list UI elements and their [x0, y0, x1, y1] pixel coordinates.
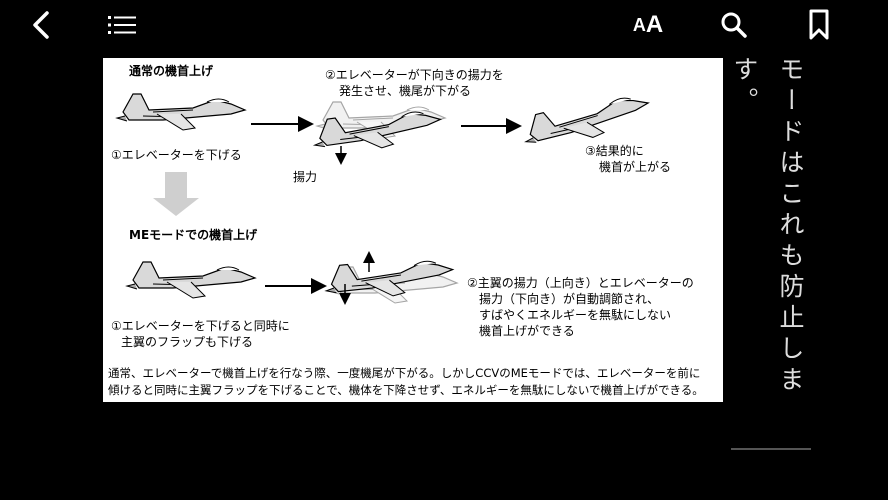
figure-caption: 通常、エレベーターで機首上げを行なう際、一度機尾が下がる。しかしCCVのMEモー… — [108, 365, 720, 399]
jet-normal-1 — [116, 93, 246, 131]
label-me-step2-line3: すばやくエネルギーを無駄にしない — [479, 308, 672, 322]
bookmark-button[interactable] — [802, 8, 836, 42]
body-text-column-2: す。 — [730, 56, 759, 118]
label-me-step1-line1: ①エレベーターを下げると同時に — [111, 319, 290, 333]
search-icon — [721, 12, 747, 38]
caption-line-1: 通常、エレベーターで機首上げを行なう際、一度機尾が下がる。しかしCCVのMEモー… — [108, 366, 701, 380]
list-icon — [108, 16, 136, 34]
label-step3-line2: 機首が上がる — [599, 160, 672, 174]
book-figure[interactable]: 通常の機首上げ ①エレベーターを下げる ②エレベーターが下向きの揚力を 発生させ… — [103, 58, 723, 402]
label-elevator-down: ①エレベーターを下げる — [111, 148, 242, 162]
label-me-step2-line2: 揚力（下向き）が自動調節され、 — [479, 292, 660, 306]
body-text-column-1: モードはこれも防止しま — [776, 56, 805, 397]
label-me-step2-line4: 機首上げができる — [479, 324, 575, 338]
chevron-left-icon — [33, 11, 49, 39]
label-lift: 揚力 — [293, 170, 318, 184]
label-me-step1-line2: 主翼のフラップも下げる — [121, 335, 254, 349]
heading-me-mode: MEモードでの機首上げ — [129, 228, 258, 242]
heading-normal: 通常の機首上げ — [129, 64, 214, 78]
label-step3-line1: ③結果的に — [585, 144, 644, 158]
bookmark-icon — [809, 9, 829, 40]
font-small-glyph: A — [632, 14, 646, 35]
label-step2-line1: ②エレベーターが下向きの揚力を — [325, 68, 504, 82]
back-button[interactable] — [26, 8, 56, 42]
jet-me-1 — [126, 261, 256, 299]
search-button[interactable] — [716, 8, 752, 42]
page-divider — [731, 448, 811, 450]
caption-line-2: 傾けると同時に主翼フラップを下げることで、機体を下降させず、エネルギーを無駄にし… — [108, 383, 704, 397]
label-step2-line2: 発生させ、機尾が下がる — [339, 84, 472, 98]
font-large-glyph: A — [645, 11, 664, 38]
figure-drawing — [116, 86, 654, 305]
label-me-step2-line1: ②主翼の揚力（上向き）とエレベーターの — [467, 276, 694, 290]
big-down-arrow — [153, 172, 199, 216]
table-of-contents-button[interactable] — [104, 8, 140, 42]
